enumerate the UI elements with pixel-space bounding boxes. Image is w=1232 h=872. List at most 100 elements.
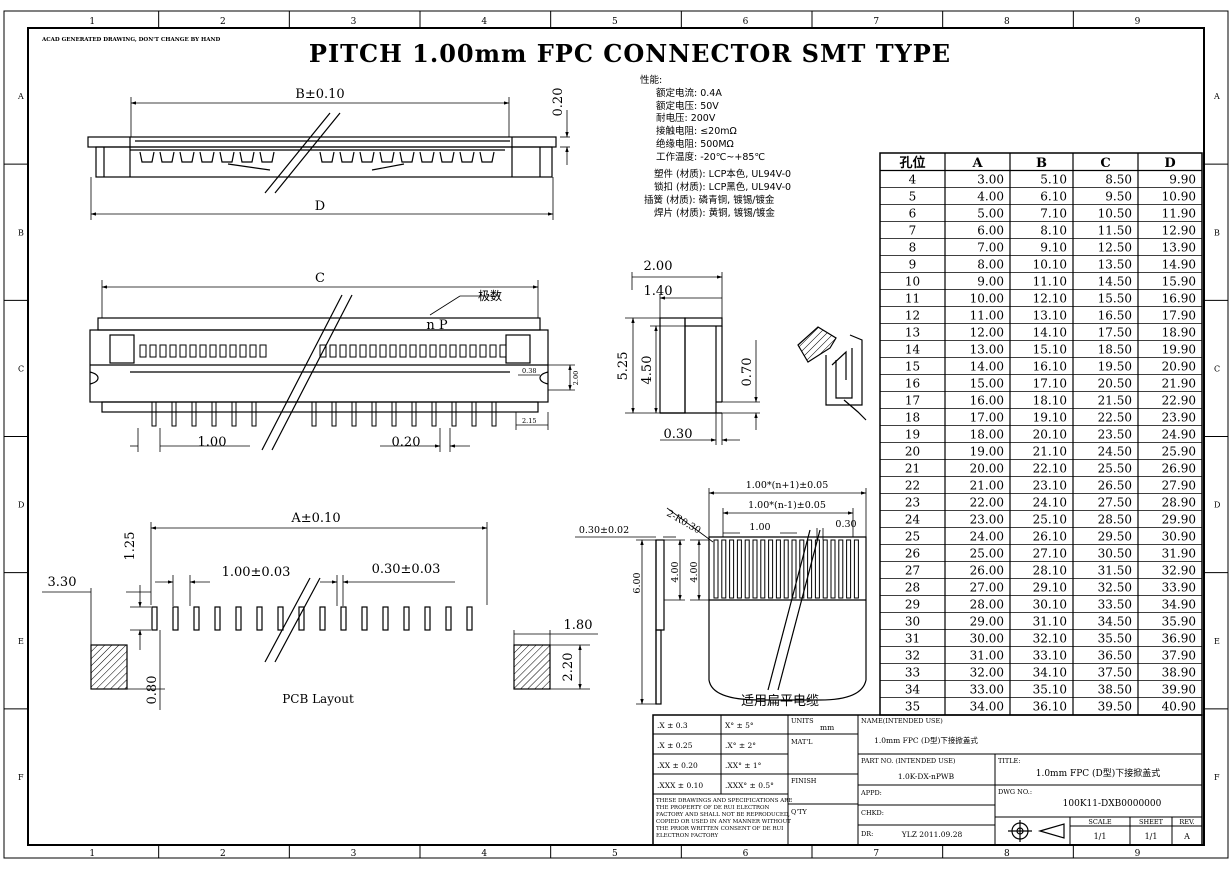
pcb-layout: [90, 577, 551, 690]
fpc-finger: [853, 539, 859, 599]
table-cell: 40.90: [1162, 700, 1196, 714]
table-header: 孔位: [899, 155, 925, 171]
table-cell: 16.90: [1162, 292, 1196, 306]
table-cell: 24: [905, 513, 921, 527]
dim-fpc-radius: 2-R0.30: [665, 508, 703, 536]
table-cell: 15.10: [1033, 343, 1067, 357]
solder-tail: [311, 401, 317, 427]
table-cell: 34.90: [1162, 598, 1196, 612]
contact-slot: [369, 344, 377, 358]
fpc-fingers: [713, 539, 859, 599]
table-cell: 6: [909, 207, 917, 221]
table-cell: 9.00: [977, 275, 1004, 289]
spec-line: 耐电压: 200V: [656, 112, 716, 124]
border-col-label: 6: [743, 17, 749, 27]
dim-fpc-400b: 4.00: [689, 561, 700, 582]
pcb-pad: [256, 606, 263, 631]
fpc-finger: [838, 539, 844, 599]
table-cell: 13.10: [1033, 309, 1067, 323]
fpc-finger: [799, 539, 805, 599]
dim-side-030: 0.30: [664, 427, 693, 442]
dim-fpc-600: 6.00: [632, 572, 643, 593]
table-cell: 23.50: [1098, 428, 1132, 442]
pcb-pad: [193, 606, 200, 631]
table-cell: 16.10: [1033, 360, 1067, 374]
table-cell: 32.00: [970, 666, 1004, 680]
table-cell: 12.90: [1162, 224, 1196, 238]
dim-038: 0.38: [522, 367, 536, 375]
border-col-label: 4: [481, 849, 487, 859]
dim-fpc-400a: 4.00: [670, 561, 681, 582]
fpc-finger: [721, 539, 727, 599]
fpc-finger: [822, 539, 828, 599]
dr-value: YLZ 2011.09.28: [901, 830, 963, 839]
table-cell: 13: [905, 326, 920, 340]
table-cell: 25.90: [1162, 445, 1196, 459]
name-value: 1.0mm FPC (D型)下接掀盖式: [874, 735, 978, 745]
table-cell: 16.50: [1098, 309, 1132, 323]
dim-side-200: 2.00: [644, 259, 673, 274]
table-cell: 4.00: [977, 190, 1004, 204]
table-cell: 25.10: [1033, 513, 1067, 527]
dim-220: 2.20: [561, 653, 576, 682]
pcb-pad: [424, 606, 431, 631]
table-cell: 10.00: [970, 292, 1004, 306]
table-cell: 31.10: [1033, 615, 1067, 629]
table-cell: 31: [905, 632, 920, 646]
contact-slot: [469, 344, 477, 358]
pcb-pad: [403, 606, 410, 631]
solder-tail: [171, 401, 177, 427]
spec-block: 性能: 额定电流: 0.4A 额定电压: 50V 耐电压: 200V 接触电阻:…: [640, 74, 791, 219]
table-cell: 35: [905, 700, 920, 714]
table-cell: 27: [905, 564, 920, 578]
pcb-pad: [298, 606, 305, 631]
table-cell: 17.10: [1033, 377, 1067, 391]
notice-line: COPIED OR USED IN ANY MANNER WITHOUT: [656, 819, 791, 825]
dim-pitch: 1.00±0.03: [222, 565, 291, 580]
table-cell: 10.10: [1033, 258, 1067, 272]
table-cell: 17.90: [1162, 309, 1196, 323]
dim-200-small: 2.00: [572, 371, 580, 385]
units-value: mm: [820, 723, 834, 732]
section-view: [797, 326, 867, 421]
table-cell: 10.50: [1098, 207, 1132, 221]
border-row-label: B: [1214, 228, 1220, 237]
dim-d: D: [315, 199, 325, 214]
solder-tail: [491, 401, 497, 427]
fpc-cable: [708, 536, 867, 701]
table-cell: 30.90: [1162, 530, 1196, 544]
border-row-label: F: [1214, 773, 1220, 782]
fpc-finger: [713, 539, 719, 599]
table-cell: 22.10: [1033, 462, 1067, 476]
table-cell: 23.00: [970, 513, 1004, 527]
solder-tail: [431, 401, 437, 427]
tol-4-ang: .XXX° ± 0.5°: [725, 781, 774, 790]
fpc-finger: [846, 539, 852, 599]
table-cell: 28.90: [1162, 496, 1196, 510]
table-cell: 7: [909, 224, 917, 238]
contact-slot: [459, 344, 467, 358]
dr-label: DR:: [861, 830, 873, 838]
table-cell: 11.00: [970, 309, 1004, 323]
dim-side-070: 0.70: [740, 358, 755, 387]
table-cell: 29.90: [1162, 513, 1196, 527]
dim-020-top: 0.20: [551, 88, 566, 117]
pcb-pad: [466, 606, 473, 631]
fpc-finger: [807, 539, 813, 599]
solder-tail: [231, 401, 237, 427]
table-cell: 23.90: [1162, 411, 1196, 425]
table-cell: 12: [905, 309, 920, 323]
contact-slot: [229, 344, 237, 358]
title-value: 1.0mm FPC (D型)下接掀盖式: [1036, 767, 1161, 779]
table-cell: 32: [905, 649, 920, 663]
table-cell: 13.50: [1098, 258, 1132, 272]
contact-slot: [449, 344, 457, 358]
table-cell: 27.10: [1033, 547, 1067, 561]
border-col-label: 8: [1004, 17, 1010, 27]
contact-slot: [379, 344, 387, 358]
border-col-label: 6: [743, 849, 749, 859]
sheet-value: 1/1: [1145, 832, 1158, 841]
title-label: TITLE:: [998, 757, 1021, 765]
dwg-value: 100K11-DXB0000000: [1063, 799, 1162, 809]
